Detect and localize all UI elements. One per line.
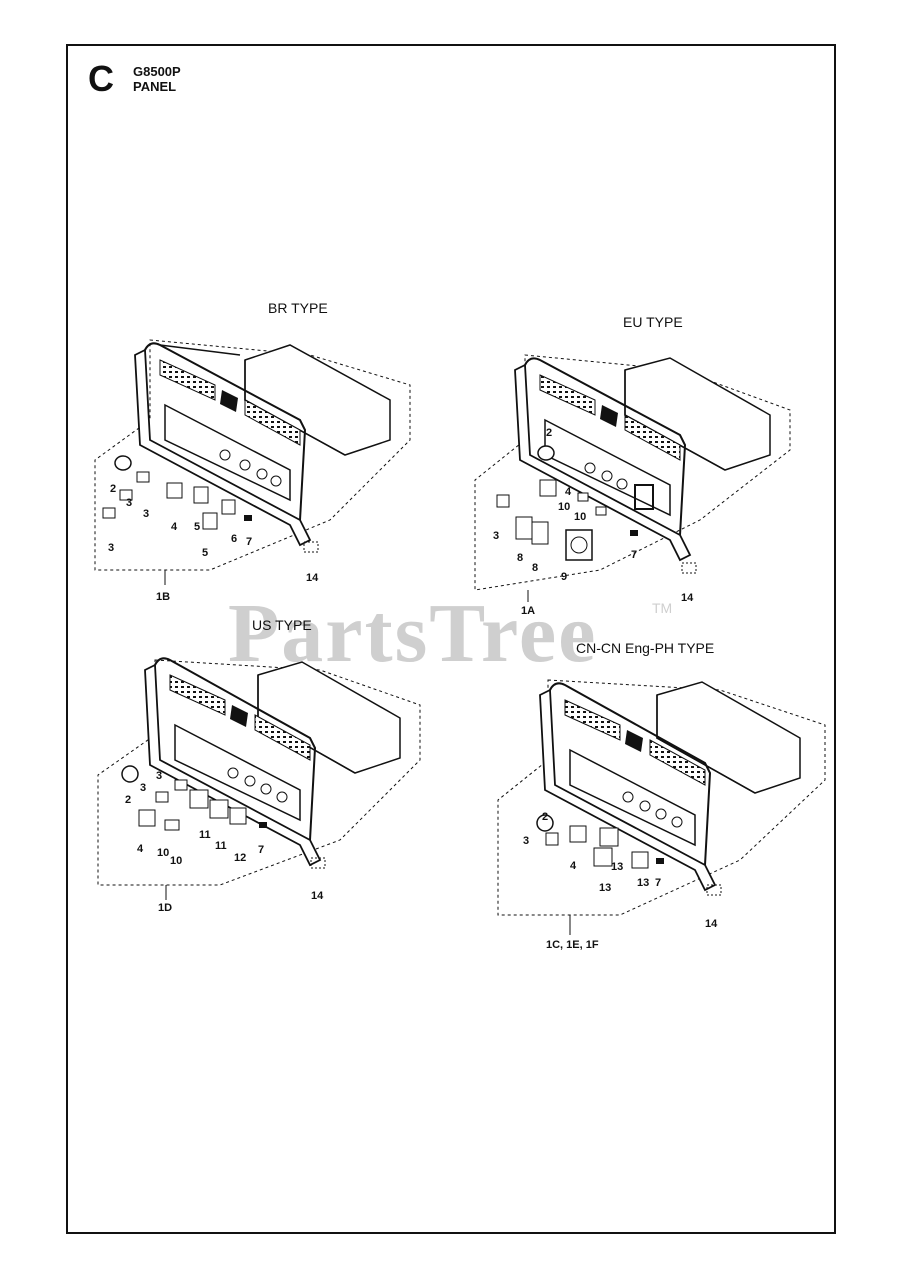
callout-3a: 3 [126,497,132,509]
callout-3: 3 [523,835,529,847]
callout-10b: 10 [170,855,182,867]
assembly-ref-eu: 1A [521,605,535,617]
callout-14: 14 [705,918,718,930]
model-title: G8500P PANEL [133,64,181,94]
callout-11a: 11 [199,829,211,841]
callout-4: 4 [171,521,178,533]
diagram-us: 2 3 3 4 10 10 11 11 12 7 14 1D [97,657,421,914]
callout-5b: 5 [202,547,208,559]
callout-13c: 13 [637,877,649,889]
watermark-tm: TM [652,600,673,616]
callout-14: 14 [311,890,324,902]
callout-2: 2 [125,794,131,806]
callout-3a: 3 [156,770,162,782]
callout-13b: 13 [599,882,611,894]
callout-4: 4 [137,843,144,855]
callout-7: 7 [631,549,637,561]
type-label-br: BR TYPE [268,300,328,316]
watermark-logo: PartsTree [228,587,598,680]
type-label-eu: EU TYPE [623,314,683,330]
callout-2: 2 [546,427,552,439]
callout-3c: 3 [108,542,114,554]
callout-5a: 5 [194,521,200,533]
callout-10a: 10 [157,847,169,859]
callout-14: 14 [681,592,694,604]
callout-3: 3 [493,530,499,542]
type-label-cn: CN-CN Eng-PH TYPE [576,640,715,656]
callout-9: 9 [561,571,567,583]
assembly-ref-cn: 1C, 1E, 1F [546,939,599,951]
section-letter: C [88,58,114,99]
panel-title: PANEL [133,79,177,94]
callout-2: 2 [110,483,116,495]
diagram-cn: 2 3 4 13 13 13 7 14 1C, 1E, 1F [497,679,826,951]
callout-6: 6 [231,533,237,545]
assembly-ref-br: 1B [156,591,170,603]
page-frame [66,44,836,1234]
callout-7: 7 [655,877,661,889]
diagram-eu: 2 3 4 10 10 8 8 9 7 14 1A [474,354,791,617]
type-label-us: US TYPE [252,617,312,633]
callout-8a: 8 [517,552,523,564]
callout-10b: 10 [574,511,586,523]
callout-7: 7 [246,536,252,548]
callout-3b: 3 [143,508,149,520]
callout-3b: 3 [140,782,146,794]
callout-8b: 8 [532,562,538,574]
callout-4: 4 [565,486,572,498]
callout-4: 4 [570,860,577,872]
callout-7: 7 [258,844,264,856]
callout-2: 2 [542,811,548,823]
callout-13a: 13 [611,861,623,873]
callout-11b: 11 [215,840,227,852]
diagram-br: 2 3 3 3 4 5 5 6 7 14 1B [94,339,411,603]
callout-14: 14 [306,572,319,584]
assembly-ref-us: 1D [158,902,172,914]
callout-10a: 10 [558,501,570,513]
callout-12: 12 [234,852,246,864]
model-number: G8500P [133,64,181,79]
